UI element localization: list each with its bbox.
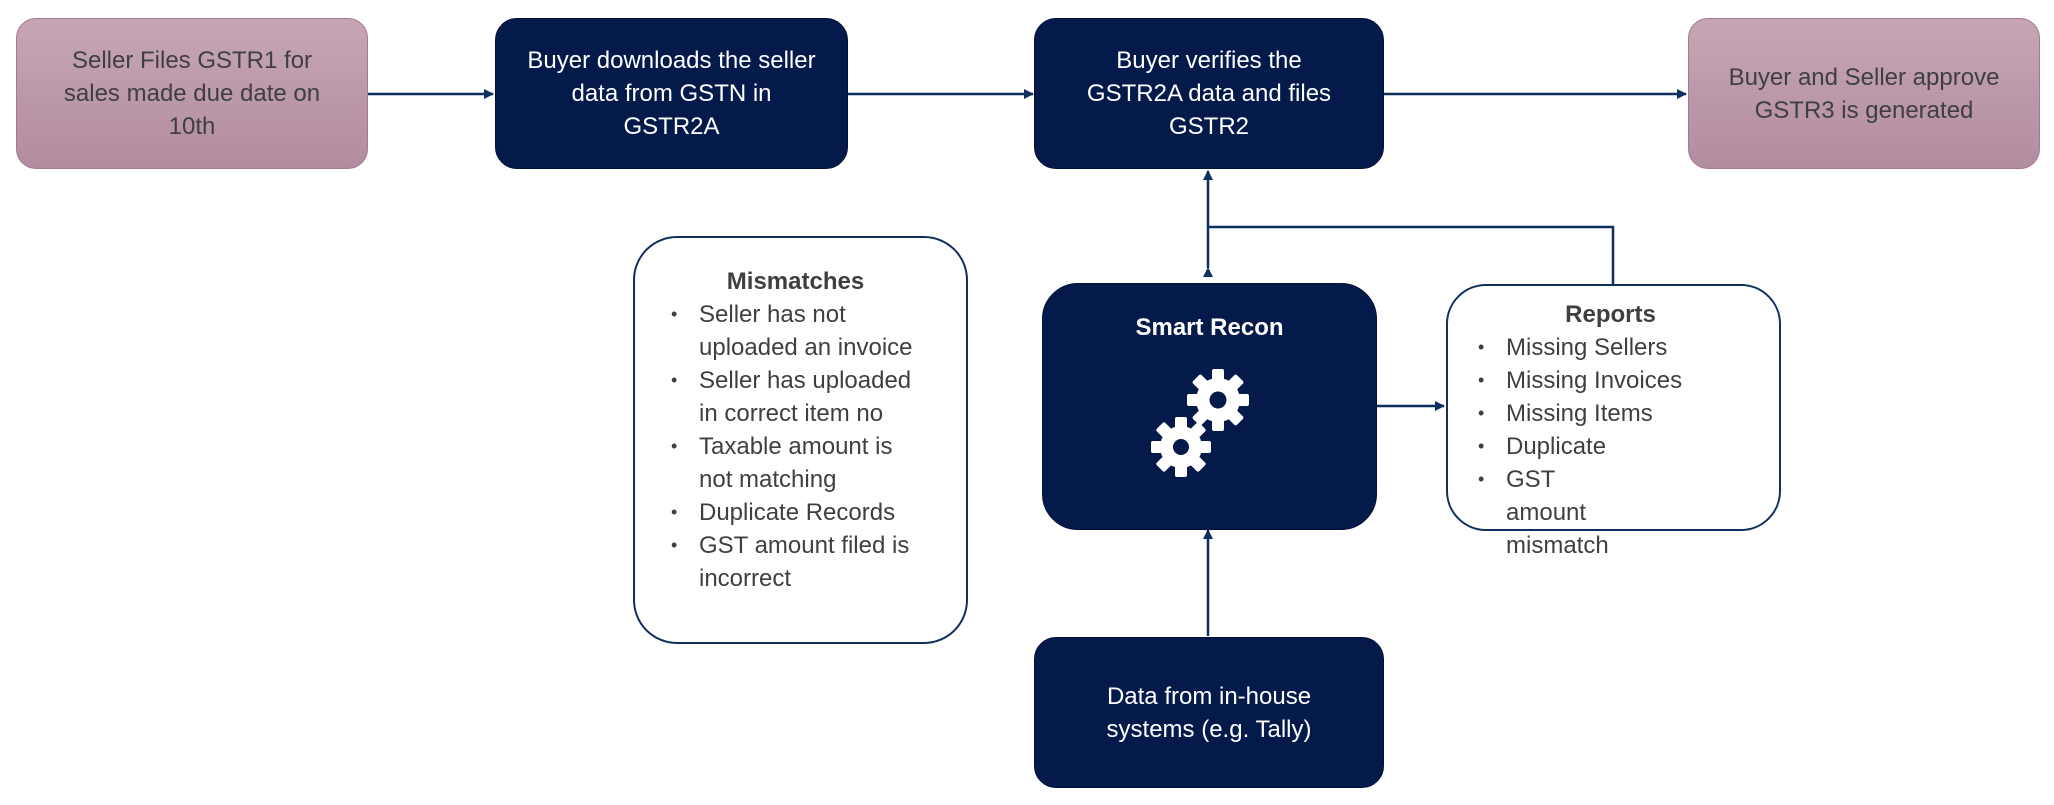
list-item: •Missing Sellers [1478, 334, 1668, 361]
reports-title: Reports [1565, 301, 1656, 328]
buyer-verifies-text: Buyer verifies the GSTR2A data and files… [1086, 47, 1332, 140]
buyer-downloads-text: Buyer downloads the seller data from GST… [527, 47, 816, 140]
line-reports-to-verify [1208, 225, 1615, 284]
list-item: •Taxable amount is not matching [671, 433, 893, 493]
mismatches-list: •Seller has not uploaded an invoice •Sel… [665, 298, 926, 595]
gears-icon [1150, 369, 1249, 477]
list-item: •Seller has uploaded in correct item no [671, 367, 912, 427]
seller-files-box: Seller Files GSTR1 for sales made due da… [16, 18, 368, 169]
reports-list: •Missing Sellers •Missing Invoices •Miss… [1472, 331, 1682, 562]
smart-recon-title: Smart Recon [1135, 314, 1284, 341]
list-item: •Seller has not uploaded an invoice [671, 301, 913, 361]
seller-files-text: Seller Files GSTR1 for sales made due da… [63, 47, 321, 140]
buyer-downloads-box: Buyer downloads the seller data from GST… [495, 18, 848, 169]
list-item: •Duplicate [1478, 433, 1607, 460]
approve-text: Buyer and Seller approve GSTR3 is genera… [1728, 63, 2000, 124]
mismatches-box: Mismatches •Seller has not uploaded an i… [633, 236, 968, 644]
in-house-data-text: Data from in-house systems (e.g. Tally) [1106, 682, 1312, 743]
list-item: •GST amount mismatch [1478, 466, 1609, 559]
smart-recon-box: Smart Recon [1042, 283, 1377, 530]
reports-box: Reports •Missing Sellers •Missing Invoic… [1446, 284, 1781, 559]
in-house-data-box: Data from in-house systems (e.g. Tally) [1034, 637, 1384, 788]
list-item: •GST amount filed is incorrect [671, 532, 910, 592]
list-item: •Duplicate Records [671, 499, 896, 526]
mismatches-title: Mismatches [726, 268, 865, 295]
list-item: •Missing Invoices [1478, 367, 1683, 394]
list-item: •Missing Items [1478, 400, 1653, 427]
approve-box: Buyer and Seller approve GSTR3 is genera… [1688, 18, 2040, 169]
buyer-verifies-box: Buyer verifies the GSTR2A data and files… [1034, 18, 1384, 169]
